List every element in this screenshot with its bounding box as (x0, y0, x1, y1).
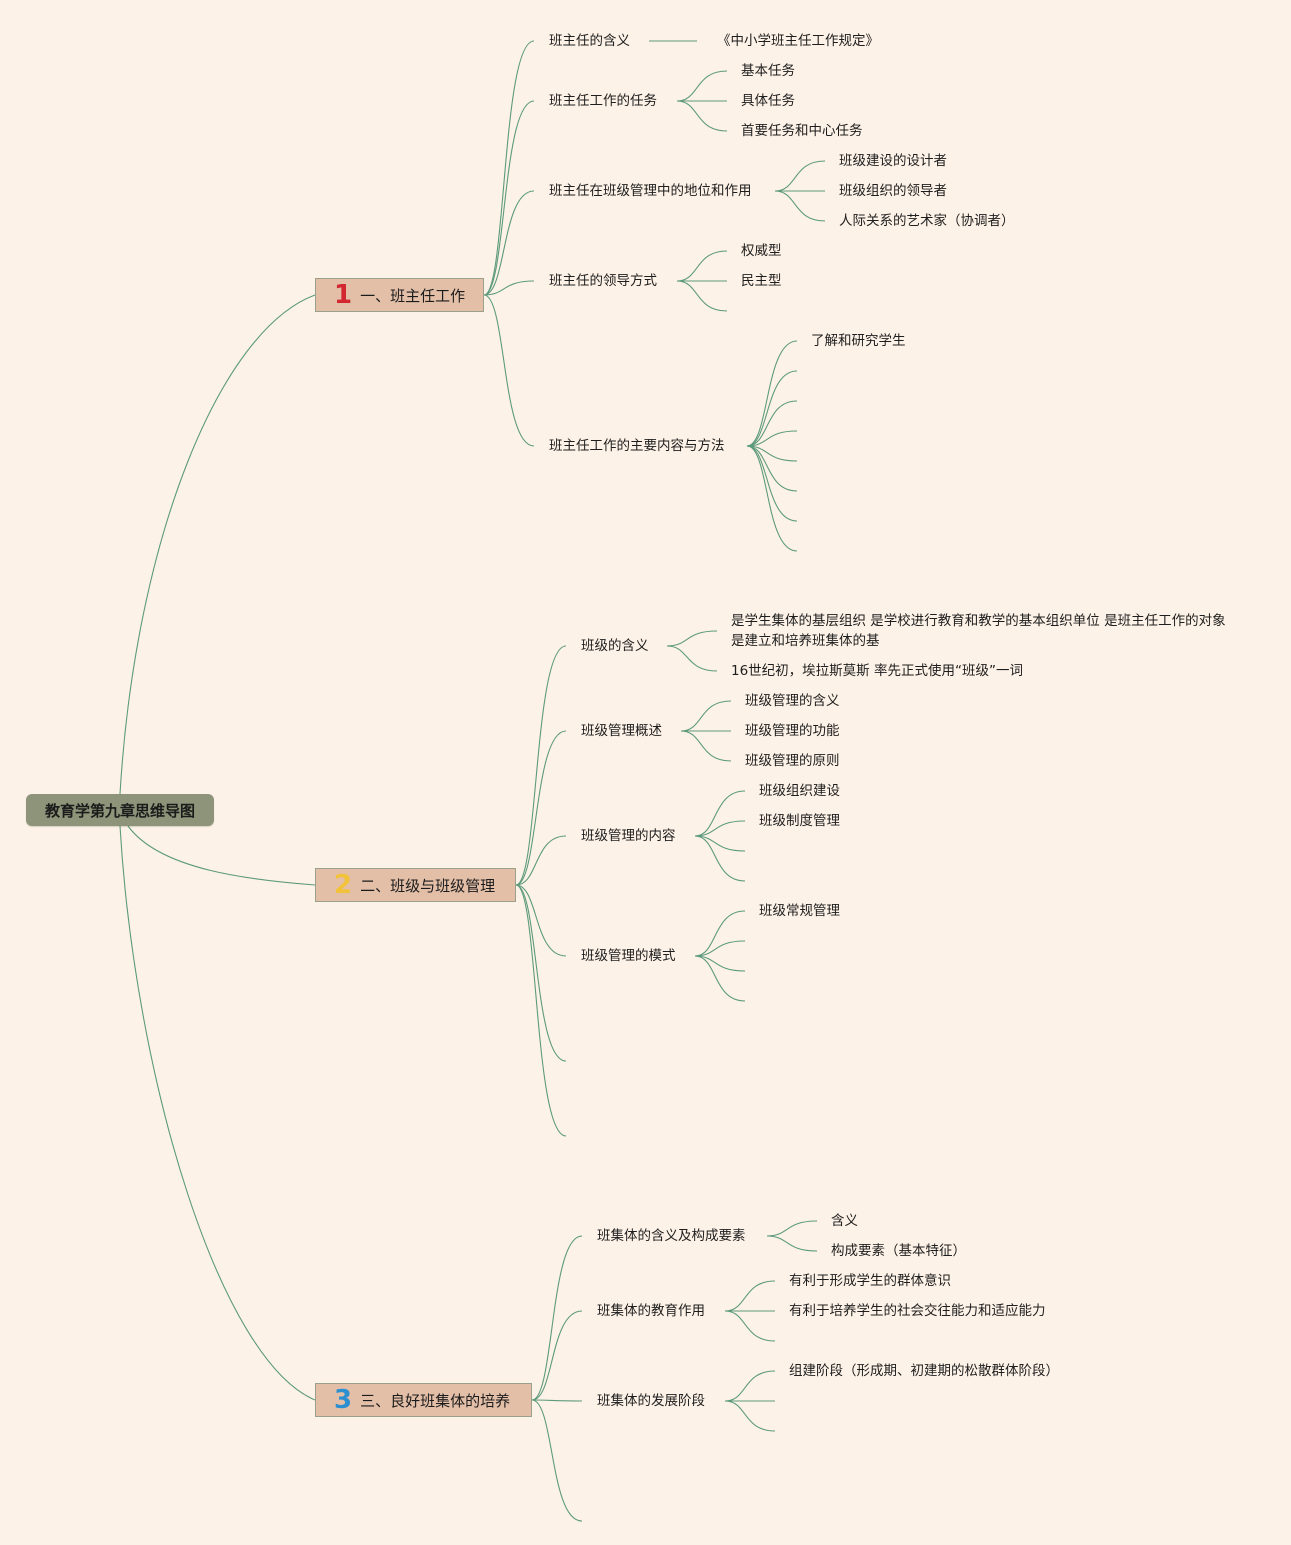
connector-line (766, 1220, 818, 1237)
subtopic-class-meaning[interactable]: 班级的含义 (581, 638, 649, 654)
connector-line (694, 835, 746, 882)
subtopic-management-mode[interactable]: 班级管理的模式 (581, 948, 676, 964)
number-1-icon: 1 (334, 280, 353, 310)
leaf-basic-task[interactable]: 基本任务 (741, 63, 795, 79)
connector-line (483, 280, 535, 296)
connector-line (746, 445, 798, 492)
subtopic-management-content[interactable]: 班级管理的内容 (581, 828, 676, 844)
leaf-authoritative[interactable]: 权威型 (741, 243, 782, 259)
main-topic-label: 二、班级与班级管理 (360, 876, 496, 895)
connector-line (119, 825, 316, 1401)
connector-line (694, 955, 746, 1002)
subtopic-work-content-methods[interactable]: 班主任工作的主要内容与方法 (549, 438, 725, 454)
connector-line (774, 190, 826, 222)
connector-line (694, 940, 746, 957)
connector-line (676, 70, 728, 102)
main-topic-label: 三、良好班集体的培养 (360, 1391, 511, 1410)
connector-line (676, 250, 728, 282)
connector-line (746, 340, 798, 447)
subtopic-educational-role[interactable]: 班集体的教育作用 (597, 1303, 705, 1319)
connector-line (515, 884, 567, 957)
connector-line (746, 445, 798, 462)
connector-line (483, 40, 535, 296)
leaf-regulation[interactable]: 《中小学班主任工作规定》 (717, 33, 879, 49)
connector-line (694, 790, 746, 837)
connector-line (515, 884, 567, 1062)
leaf-management-function[interactable]: 班级管理的功能 (745, 723, 840, 739)
leaf-leader[interactable]: 班级组织的领导者 (839, 183, 947, 199)
connector-line (724, 1280, 776, 1312)
connector-line (531, 1235, 583, 1401)
leaf-management-meaning[interactable]: 班级管理的含义 (745, 693, 840, 709)
connector-line (127, 825, 316, 886)
leaf-formation-stage[interactable]: 组建阶段（形成期、初建期的松散群体阶段） (789, 1363, 1059, 1379)
subtopic-leadership-style[interactable]: 班主任的领导方式 (549, 273, 657, 289)
connector-line (746, 430, 798, 447)
leaf-system-management[interactable]: 班级制度管理 (759, 813, 840, 829)
connector-line (680, 730, 732, 762)
connector-line (774, 160, 826, 192)
connector-line (515, 884, 567, 1137)
leaf-group-awareness[interactable]: 有利于形成学生的群体意识 (789, 1273, 951, 1289)
leaf-coordinator[interactable]: 人际关系的艺术家（协调者） (839, 213, 1015, 229)
number-2-icon: 2 (334, 870, 353, 900)
connector-line (694, 820, 746, 837)
connector-line (483, 294, 535, 447)
leaf-social-ability[interactable]: 有利于培养学生的社会交往能力和适应能力 (789, 1303, 1046, 1319)
subtopic-development-stages[interactable]: 班集体的发展阶段 (597, 1393, 705, 1409)
connector-line (483, 190, 535, 296)
connector-line (531, 1399, 583, 1522)
connector-line (676, 280, 728, 312)
connector-line (724, 1310, 776, 1342)
leaf-routine-management[interactable]: 班级常规管理 (759, 903, 840, 919)
connector-line (724, 1370, 776, 1402)
leaf-management-principle[interactable]: 班级管理的原则 (745, 753, 840, 769)
subtopic-management-overview[interactable]: 班级管理概述 (581, 723, 662, 739)
subtopic-head-teacher-meaning[interactable]: 班主任的含义 (549, 33, 630, 49)
main-topic-1[interactable]: 1 一、班主任工作 (315, 278, 484, 312)
connector-line (119, 294, 316, 795)
connector-line (746, 370, 798, 447)
connector-line (694, 955, 746, 972)
root-topic[interactable]: 教育学第九章思维导图 (26, 794, 214, 826)
connector-line (680, 700, 732, 732)
number-3-icon: 3 (334, 1385, 353, 1415)
leaf-primary-task[interactable]: 首要任务和中心任务 (741, 123, 863, 139)
leaf-meaning[interactable]: 含义 (831, 1213, 858, 1229)
main-topic-label: 一、班主任工作 (360, 286, 466, 305)
main-topic-3[interactable]: 3 三、良好班集体的培养 (315, 1383, 532, 1417)
connector-line (531, 1399, 583, 1402)
leaf-class-definition[interactable]: 是学生集体的基层组织 是学校进行教育和教学的基本组织单位 是班主任工作的对象 是… (731, 613, 1226, 649)
leaf-designer[interactable]: 班级建设的设计者 (839, 153, 947, 169)
connector-line (531, 1310, 583, 1401)
connector-line (746, 445, 798, 552)
main-topic-2[interactable]: 2 二、班级与班级管理 (315, 868, 516, 902)
connector-line (766, 1235, 818, 1252)
leaf-democratic[interactable]: 民主型 (741, 273, 782, 289)
connector-line (746, 445, 798, 522)
connector-line (666, 630, 718, 647)
leaf-class-history[interactable]: 16世纪初，埃拉斯莫斯 率先正式使用“班级”一词 (731, 663, 1023, 679)
leaf-organization-building[interactable]: 班级组织建设 (759, 783, 840, 799)
leaf-specific-task[interactable]: 具体任务 (741, 93, 795, 109)
connector-line (676, 100, 728, 132)
connector-line (666, 645, 718, 672)
subtopic-collective-meaning[interactable]: 班集体的含义及构成要素 (597, 1228, 746, 1244)
leaf-understand-students[interactable]: 了解和研究学生 (811, 333, 906, 349)
connector-line (694, 910, 746, 957)
connector-line (746, 400, 798, 447)
subtopic-head-teacher-tasks[interactable]: 班主任工作的任务 (549, 93, 657, 109)
subtopic-head-teacher-role[interactable]: 班主任在班级管理中的地位和作用 (549, 183, 752, 199)
connector-line (724, 1400, 776, 1432)
connector-line (515, 835, 567, 886)
connector-line (515, 730, 567, 886)
connector-line (483, 100, 535, 296)
connector-line (515, 645, 567, 886)
connector-line (694, 835, 746, 852)
leaf-elements[interactable]: 构成要素（基本特征） (831, 1243, 966, 1259)
